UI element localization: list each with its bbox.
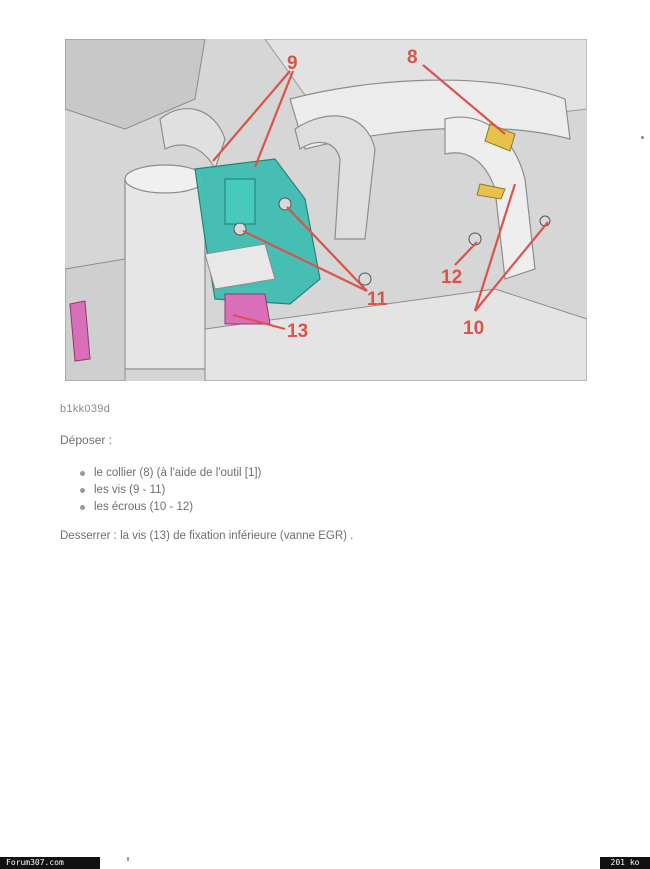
bullet-icon bbox=[80, 505, 85, 510]
step-text: les vis (9 - 11) bbox=[94, 484, 166, 496]
section-heading: Déposer : bbox=[60, 433, 113, 447]
callout-12: 12 bbox=[441, 267, 462, 288]
callout-13: 13 bbox=[287, 321, 308, 342]
bullet-icon bbox=[80, 471, 85, 476]
footer-size-label: 201 ko bbox=[600, 857, 650, 869]
removal-steps-list: le collier (8) (à l'aide de l'outil [1])… bbox=[80, 465, 261, 516]
callout-8: 8 bbox=[407, 47, 418, 68]
callout-10: 10 bbox=[463, 318, 484, 339]
scan-speck bbox=[641, 136, 644, 139]
engine-illustration: 9 8 11 12 10 13 bbox=[65, 39, 587, 381]
list-item: les écrous (10 - 12) bbox=[80, 499, 261, 516]
footer-site-label: Forum307.com bbox=[0, 857, 100, 869]
figure-reference: b1kk039d bbox=[60, 403, 111, 415]
callout-9: 9 bbox=[287, 53, 298, 74]
scan-speck bbox=[127, 857, 129, 861]
list-item: le collier (8) (à l'aide de l'outil [1]) bbox=[80, 465, 261, 482]
callout-11: 11 bbox=[367, 289, 388, 310]
loosen-instruction: Desserrer : la vis (13) de fixation infé… bbox=[60, 530, 354, 542]
list-item: les vis (9 - 11) bbox=[80, 482, 261, 499]
bullet-icon bbox=[80, 488, 85, 493]
step-text: le collier (8) (à l'aide de l'outil [1]) bbox=[94, 467, 262, 479]
engine-diagram: 9 8 11 12 10 13 bbox=[65, 39, 587, 381]
step-text: les écrous (10 - 12) bbox=[94, 501, 194, 513]
